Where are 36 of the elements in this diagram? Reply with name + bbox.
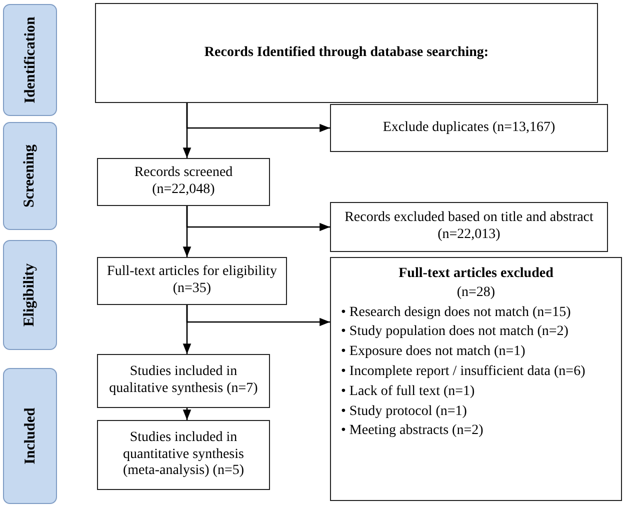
stage-label: Included [21,408,39,464]
exclusion-box [330,202,608,252]
box-text: Studies included in qualitative synthesis (n=7) [108,364,259,398]
list-item: • Study population does not match (n=2) [340,324,570,342]
arrow [186,305,330,326]
process-box [95,3,598,103]
stage-label: Screening [21,144,39,208]
process-box [97,420,270,490]
stage-tab [3,368,57,504]
stage-label: Eligibility [21,263,39,327]
list-item: • Exposure does not match (n=1) [340,344,526,361]
box-text: Records screened (n=22,048) [133,165,234,199]
arrow [186,206,330,232]
exclusion-box [330,257,622,501]
exclusion-box [330,104,608,152]
box-text: Studies included in quantitative synthesis (meta-analysis) (n=5) [122,430,246,480]
list-item: • Study protocol (n=1) [340,404,468,420]
box-text: Records excluded based on title and abstract (n=22,013) [344,210,594,244]
stage-tab [3,240,57,350]
stage-tab [3,4,57,116]
process-box [97,158,270,206]
box-text: (n=28) [456,284,496,302]
stage-label: Identification [21,16,39,104]
box-text: Full-text articles for eligibility (n=35) [106,264,278,298]
process-box [97,354,270,408]
list-item: • Research design does not match (n=15) [340,304,572,322]
list-item: • Lack of full text (n=1) [340,384,476,401]
box-text: Exclude duplicates (n=13,167) [382,120,556,136]
list-item: • Incomplete report / insufficient data (n=6) [340,364,586,381]
arrow [182,408,192,420]
box-heading: Full-text articles excluded [398,266,554,283]
stage-tab [3,122,57,230]
box-heading: Records Identified through database searching: [204,44,489,62]
arrow [186,103,330,132]
list-item: • Meeting abstracts (n=2) [340,423,484,440]
process-box [97,257,287,305]
